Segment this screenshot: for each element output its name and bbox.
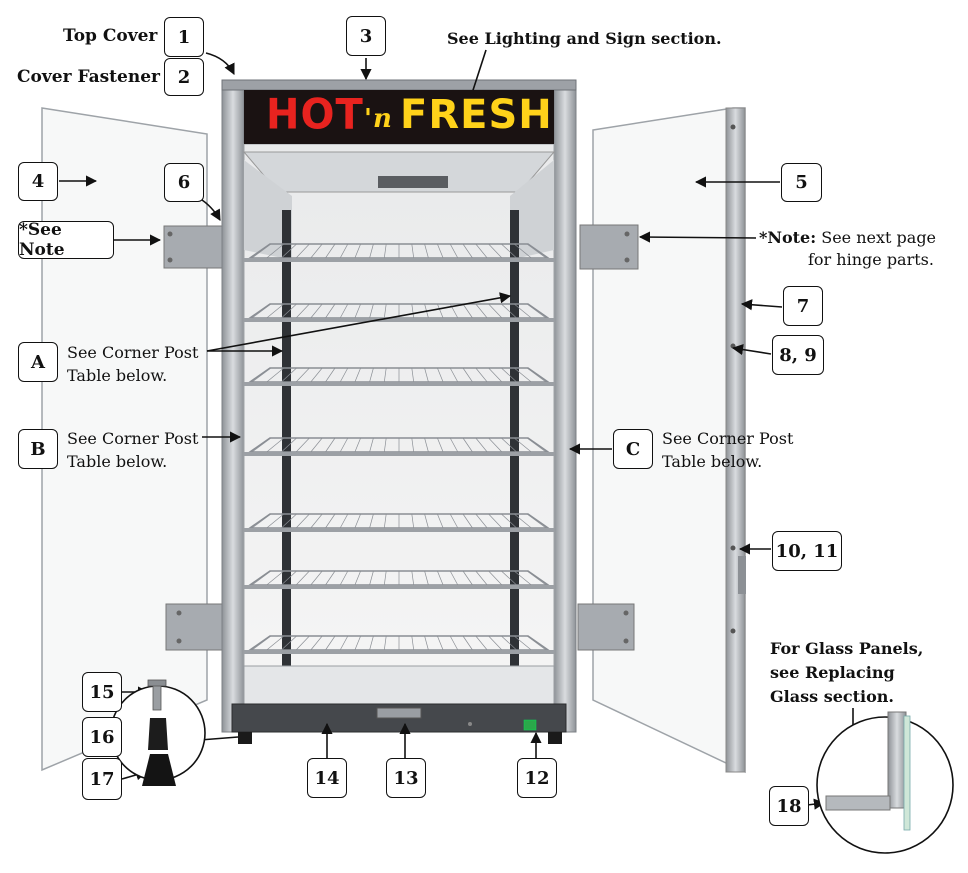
power-switch bbox=[523, 719, 537, 731]
callout-b: B bbox=[18, 429, 58, 469]
door-hinge-bracket bbox=[738, 556, 746, 594]
callout-15: 15 bbox=[82, 672, 122, 712]
callout-13: 13 bbox=[386, 758, 426, 798]
right-foot bbox=[548, 732, 562, 744]
sign-word-hot: HOT bbox=[266, 90, 364, 140]
light-fixture bbox=[378, 176, 448, 188]
top-cover bbox=[221, 79, 577, 91]
bumper-icon bbox=[148, 718, 168, 750]
wire-shelf bbox=[244, 243, 554, 262]
corner-post-c-line-2: Table below. bbox=[662, 452, 763, 471]
wire-shelf bbox=[244, 635, 554, 654]
wire-shelf bbox=[244, 570, 554, 589]
callout-7: 7 bbox=[783, 286, 823, 326]
right-rear-corner-post bbox=[510, 210, 519, 680]
callout-8-9: 8, 9 bbox=[772, 335, 824, 375]
right-front-corner-post bbox=[553, 79, 577, 733]
callout-16: 16 bbox=[82, 717, 122, 757]
left-lower-hinge bbox=[165, 603, 223, 651]
glass-panels-note: For Glass Panels, see Replacing Glass se… bbox=[770, 637, 923, 709]
foot-hardware-detail bbox=[110, 679, 206, 786]
left-glass-door bbox=[41, 107, 223, 772]
corner-post-a-line-2: Table below. bbox=[67, 366, 168, 385]
corner-post-a-line-1: See Corner Post bbox=[67, 343, 199, 362]
corner-post-c-text: See Corner Post Table below. bbox=[662, 427, 793, 473]
door-handle-extrusion bbox=[725, 107, 746, 773]
top-cover-label: Top Cover bbox=[63, 26, 158, 46]
callout-4: 4 bbox=[18, 162, 58, 201]
corner-post-b-line-2: Table below. bbox=[67, 452, 168, 471]
wire-shelf bbox=[244, 367, 554, 386]
glass-retainer bbox=[825, 795, 891, 811]
leg-foot-icon bbox=[142, 754, 176, 786]
left-upper-hinge bbox=[163, 225, 223, 269]
glass-panels-line-1: For Glass Panels, bbox=[770, 639, 924, 658]
left-rear-corner-post bbox=[282, 210, 291, 680]
lighting-sign-label: See Lighting and Sign section. bbox=[447, 29, 722, 48]
callout-14: 14 bbox=[307, 758, 347, 798]
left-foot bbox=[238, 732, 252, 744]
glass-panel-detail bbox=[816, 711, 954, 854]
wire-shelves bbox=[244, 243, 554, 654]
cabinet bbox=[221, 79, 577, 744]
callout-1: 1 bbox=[164, 17, 204, 57]
corner-post-b-line-1: See Corner Post bbox=[67, 429, 199, 448]
sign-word-fresh: FRESH bbox=[400, 92, 553, 138]
note-bold: *Note: bbox=[759, 228, 817, 247]
base-handle bbox=[376, 707, 422, 719]
callout-10-11: 10, 11 bbox=[772, 531, 842, 571]
callout-17: 17 bbox=[82, 758, 122, 800]
see-note-box: *See Note bbox=[18, 220, 114, 260]
note-text-1: See next page bbox=[821, 228, 937, 247]
note-text-2: for hinge parts. bbox=[808, 250, 934, 269]
callout-12: 12 bbox=[517, 758, 557, 798]
sign-word-n: 'n bbox=[364, 104, 393, 134]
corner-post-b-text: See Corner Post Table below. bbox=[67, 427, 198, 473]
hot-n-fresh-sign bbox=[244, 90, 554, 144]
right-glass-door bbox=[577, 107, 746, 774]
callout-5: 5 bbox=[781, 163, 822, 202]
callout-3: 3 bbox=[346, 16, 386, 56]
hinge-note: *Note: See next page for hinge parts. bbox=[759, 227, 936, 271]
callout-6: 6 bbox=[164, 163, 204, 202]
corner-post-a-text: See Corner Post Table below. bbox=[67, 341, 198, 387]
callout-18: 18 bbox=[769, 786, 809, 826]
wire-shelf bbox=[244, 513, 554, 532]
cover-fastener-label: Cover Fastener bbox=[17, 67, 160, 87]
corner-post-c-line-1: See Corner Post bbox=[662, 429, 794, 448]
left-front-corner-post bbox=[221, 79, 245, 733]
glass-panels-line-2: see Replacing bbox=[770, 663, 895, 682]
callout-a: A bbox=[18, 342, 58, 382]
callout-2: 2 bbox=[164, 58, 204, 96]
glass-panels-line-3: Glass section. bbox=[770, 687, 894, 706]
wire-shelf bbox=[244, 437, 554, 456]
callout-c: C bbox=[613, 429, 653, 469]
right-upper-hinge bbox=[579, 224, 639, 270]
